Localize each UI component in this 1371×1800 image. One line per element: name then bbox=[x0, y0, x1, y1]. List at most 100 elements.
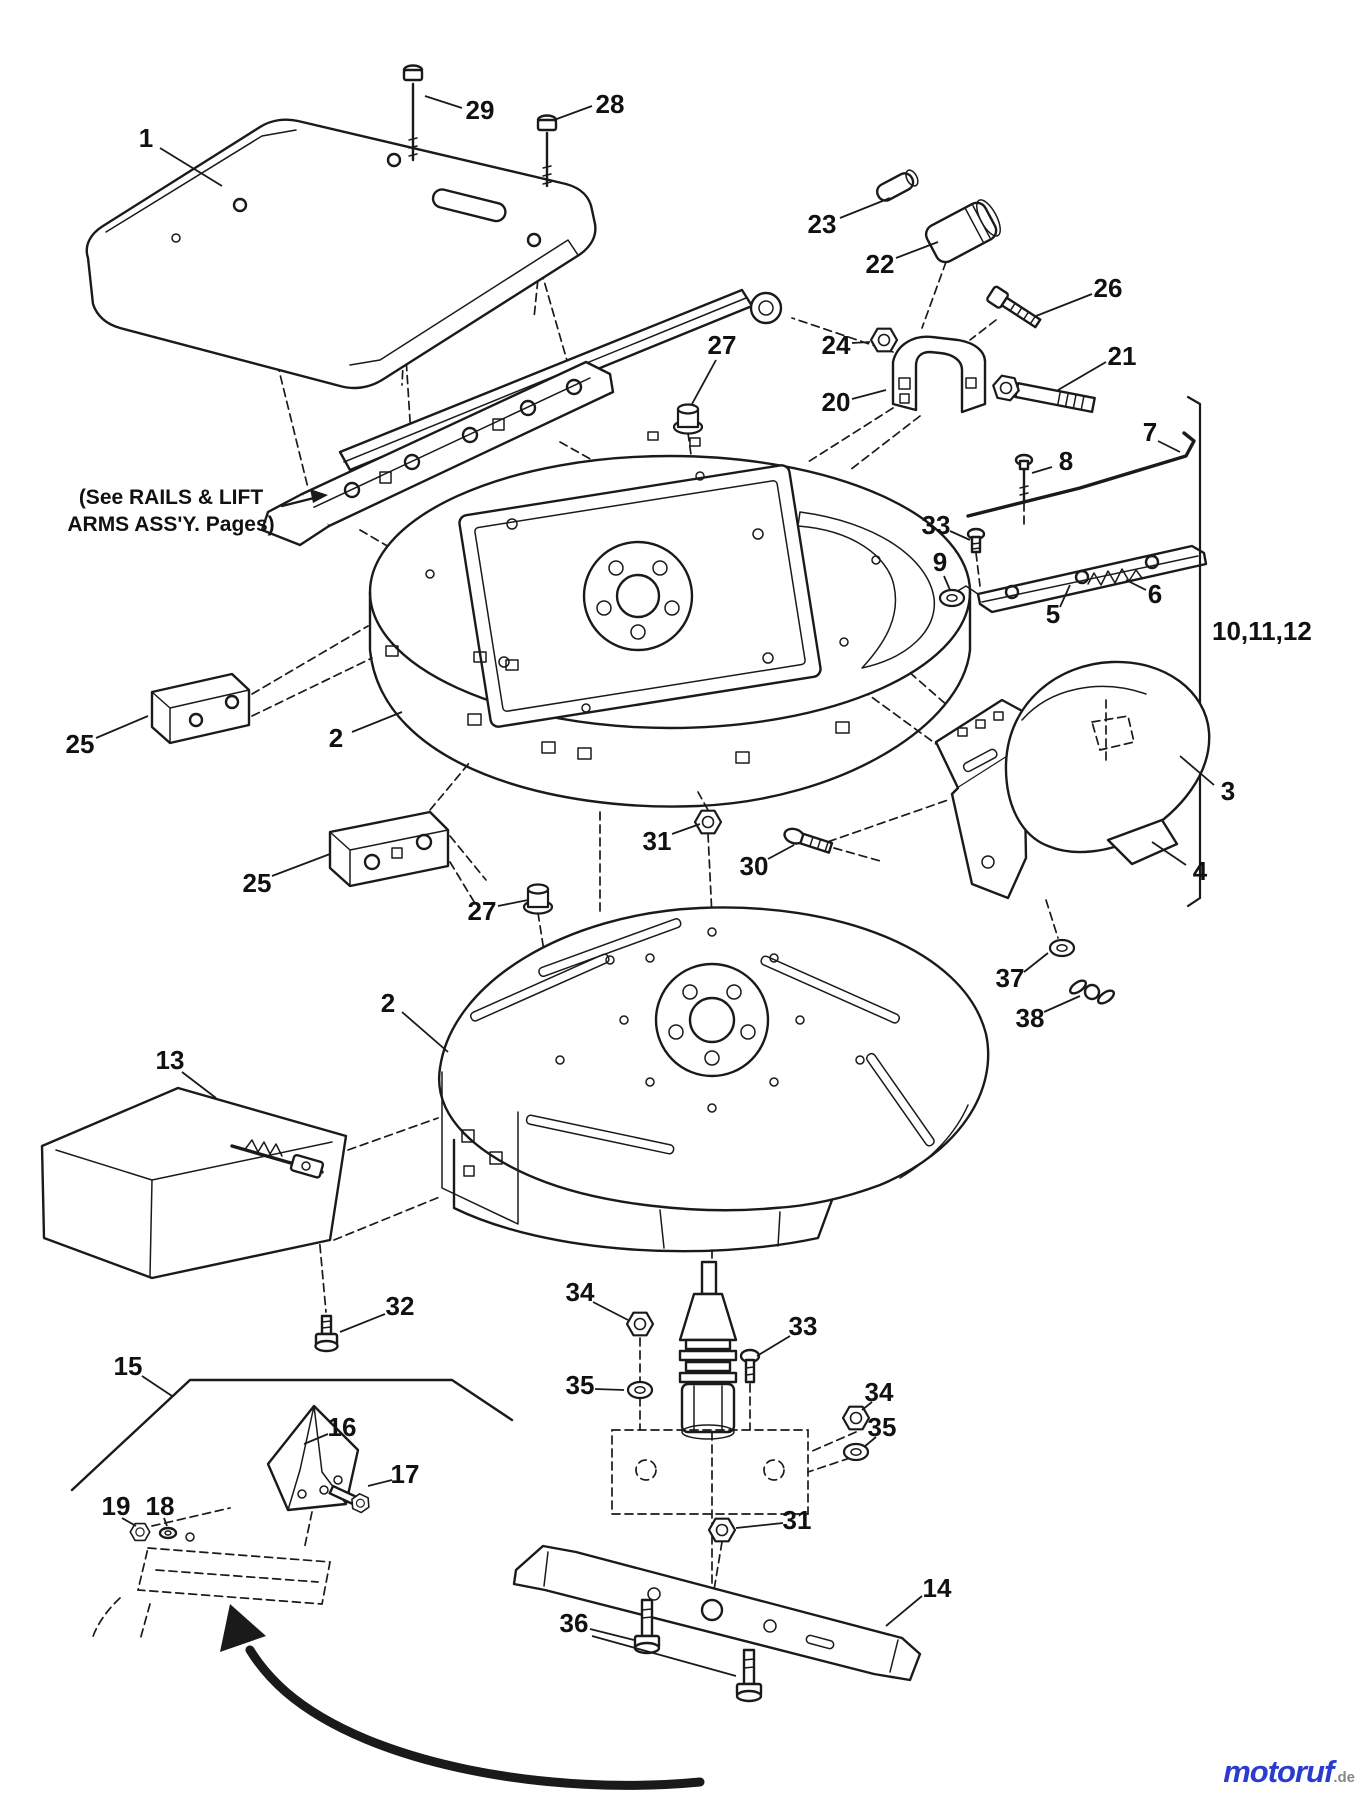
watermark-tld: .de bbox=[1333, 1769, 1355, 1786]
part-callout-6: 6 bbox=[1148, 579, 1162, 609]
leader-line-13 bbox=[181, 1071, 217, 1099]
part-callout-27: 27 bbox=[468, 896, 497, 926]
pin-23 bbox=[875, 169, 919, 202]
leader-line-25 bbox=[271, 853, 331, 877]
flange-nut-27-upper bbox=[672, 403, 704, 435]
mulcher-kit-boundary bbox=[70, 1378, 514, 1492]
part-callout-34: 34 bbox=[566, 1277, 595, 1307]
group-bracket-10-11-12 bbox=[1186, 395, 1202, 908]
part-callout-3: 3 bbox=[1221, 776, 1235, 806]
part-callout-32: 32 bbox=[386, 1291, 415, 1321]
part-callout-8: 8 bbox=[1059, 446, 1073, 476]
mulcher-bracket-16 bbox=[266, 1404, 360, 1512]
part-callout-4: 4 bbox=[1193, 856, 1208, 886]
leader-line-25 bbox=[95, 715, 149, 739]
flange-nut-27-lower bbox=[522, 883, 554, 915]
screw-33-lower bbox=[739, 1348, 761, 1384]
leader-line-26 bbox=[1035, 293, 1093, 317]
reference-note-line2: ARMS ASS'Y. Pages) bbox=[67, 513, 275, 536]
chute-deflector-3 bbox=[1004, 660, 1211, 854]
leader-line-22 bbox=[895, 241, 939, 259]
leader-line-35 bbox=[594, 1388, 625, 1391]
leader-line-9 bbox=[943, 575, 951, 591]
part-callout-2: 2 bbox=[381, 988, 395, 1018]
part-callout-17: 17 bbox=[391, 1459, 420, 1489]
nut-24 bbox=[869, 327, 899, 353]
bolt-26 bbox=[986, 285, 1042, 329]
leader-line-2 bbox=[351, 711, 403, 733]
leader-line-34 bbox=[592, 1301, 629, 1321]
part-callout-35: 35 bbox=[566, 1370, 595, 1400]
part-callout-25: 25 bbox=[66, 729, 95, 759]
leader-line-27 bbox=[691, 359, 717, 405]
part-callout-26: 26 bbox=[1094, 273, 1123, 303]
part-callout-28: 28 bbox=[596, 89, 625, 119]
nut-34-right bbox=[841, 1405, 871, 1431]
bolt-17 bbox=[328, 1484, 374, 1516]
part-callout-36: 36 bbox=[560, 1608, 589, 1638]
part-callout-21: 21 bbox=[1108, 341, 1137, 371]
leader-line-14 bbox=[885, 1595, 923, 1627]
part-callout-15: 15 bbox=[114, 1351, 143, 1381]
deflector-shield-13 bbox=[40, 1086, 348, 1280]
bolt-32 bbox=[314, 1314, 339, 1353]
washer-18 bbox=[158, 1526, 195, 1542]
leader-line-38 bbox=[1043, 995, 1081, 1013]
leader-line-20 bbox=[851, 389, 887, 400]
part-callout-24: 24 bbox=[822, 330, 851, 360]
part-callout-1: 1 bbox=[139, 123, 153, 153]
leader-line-16 bbox=[303, 1433, 329, 1445]
clamp-20 bbox=[891, 335, 987, 414]
part-callout-23: 23 bbox=[808, 209, 837, 239]
leader-line-27 bbox=[497, 899, 529, 907]
part-callout-2: 2 bbox=[329, 723, 343, 753]
leader-line-6 bbox=[1125, 579, 1147, 591]
reference-note-line1: (See RAILS & LIFT bbox=[78, 486, 264, 509]
watermark-text: motoruf bbox=[1223, 1754, 1334, 1789]
leader-line-1 bbox=[159, 147, 223, 187]
mower-deck-lower-view bbox=[437, 906, 990, 1253]
leader-line-29 bbox=[424, 95, 463, 109]
leader-line-7 bbox=[1157, 440, 1181, 453]
part-callout-19: 19 bbox=[102, 1491, 131, 1521]
hidden-channel-bracket bbox=[91, 1547, 332, 1641]
leader-line-8 bbox=[1031, 466, 1053, 474]
nut-34-left bbox=[625, 1311, 655, 1337]
leader-line-37 bbox=[1023, 952, 1049, 973]
part-callout-29: 29 bbox=[466, 95, 495, 125]
part-callout-20: 20 bbox=[822, 387, 851, 417]
leader-line-32 bbox=[339, 1313, 386, 1333]
note-arrow bbox=[280, 489, 328, 508]
blade-bolt-36-right bbox=[735, 1648, 763, 1703]
leader-line-21 bbox=[1057, 361, 1107, 391]
leader-line-3 bbox=[1179, 755, 1215, 786]
leader-line-35 bbox=[863, 1436, 877, 1448]
bolt-28 bbox=[536, 114, 558, 188]
washer-35-left bbox=[626, 1380, 654, 1400]
leader-line-33 bbox=[756, 1335, 791, 1357]
bolt-21 bbox=[989, 373, 1096, 414]
blade-14 bbox=[512, 1544, 922, 1682]
part-callout-7: 7 bbox=[1143, 417, 1157, 447]
part-callout-33: 33 bbox=[922, 510, 951, 540]
assembly-direction-arrow bbox=[220, 1604, 705, 1790]
u-bracket-25-lower bbox=[328, 810, 450, 888]
part-callout-37: 37 bbox=[996, 963, 1025, 993]
leader-line-36 bbox=[591, 1635, 737, 1677]
leader-line-31 bbox=[735, 1522, 784, 1529]
leader-line-24 bbox=[851, 341, 871, 344]
part-callout-9: 9 bbox=[933, 547, 947, 577]
bolt-30 bbox=[783, 827, 834, 854]
belt-guard-plate bbox=[85, 118, 597, 390]
blade-bolt-36-left bbox=[633, 1598, 661, 1655]
part-callout-33: 33 bbox=[789, 1311, 818, 1341]
nut-19 bbox=[129, 1522, 151, 1542]
leader-line-15 bbox=[141, 1375, 173, 1397]
wingnut-38 bbox=[1068, 979, 1116, 1005]
chute-plate-4 bbox=[1106, 818, 1179, 866]
bolt-8 bbox=[1014, 453, 1034, 502]
leader-line-33 bbox=[949, 530, 971, 541]
screw-33-upper bbox=[966, 527, 986, 554]
part-callout-38: 38 bbox=[1016, 1003, 1045, 1033]
